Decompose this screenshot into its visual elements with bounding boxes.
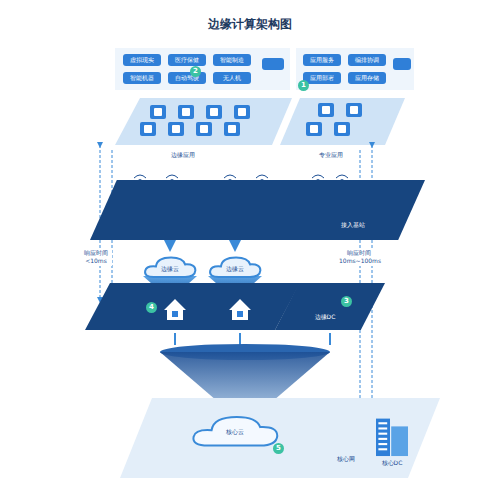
callout-number: 2 bbox=[190, 66, 201, 77]
cloud: 边缘云 bbox=[143, 250, 197, 280]
node-text: 核心云 bbox=[226, 428, 244, 437]
app-button: 应用服务 bbox=[303, 54, 341, 66]
node-text: 边缘DC bbox=[315, 313, 336, 322]
node-text: 应用存储 bbox=[355, 74, 379, 83]
app-button: 医疗保健 bbox=[168, 54, 206, 66]
band-outline bbox=[90, 180, 425, 240]
cloud2-outline bbox=[193, 417, 277, 446]
app-button: 智能制造 bbox=[213, 54, 251, 66]
cloud: 核心云 bbox=[190, 406, 280, 450]
app-button: 应用部署 bbox=[303, 72, 341, 84]
title: 边缘计算架构图 bbox=[0, 16, 500, 33]
cloud-outline bbox=[145, 258, 195, 278]
note-label: 专业应用 bbox=[318, 150, 344, 160]
core-dc-building: 核心DC bbox=[372, 416, 412, 468]
cloud: 边缘云 bbox=[208, 250, 262, 280]
app-button: 应用存储 bbox=[348, 72, 386, 84]
cloud-outline bbox=[210, 258, 260, 278]
node-text: 核心网 bbox=[337, 455, 355, 464]
node-text: 应用服务 bbox=[310, 56, 334, 65]
node-text: 虚拟现实 bbox=[130, 56, 154, 65]
callout-number: 5 bbox=[273, 443, 284, 454]
node-text: 编排协调 bbox=[355, 56, 379, 65]
band-shape bbox=[90, 180, 425, 240]
node-text: 医疗保健 bbox=[175, 56, 199, 65]
note-label: 边缘应用 bbox=[170, 150, 196, 160]
dc-shape bbox=[275, 283, 385, 330]
app-button: 无人机 bbox=[213, 72, 251, 84]
node-text: 智能机器 bbox=[130, 74, 154, 83]
access-band: 接入基站 bbox=[90, 180, 425, 240]
dc-outline bbox=[275, 283, 385, 330]
node-text: 边缘云 bbox=[226, 265, 244, 274]
node-text: 应用部署 bbox=[310, 74, 334, 83]
node-text: 无人机 bbox=[223, 74, 241, 83]
node-text: 智能制造 bbox=[220, 56, 244, 65]
app-button: 虚拟现实 bbox=[123, 54, 161, 66]
app-button: 智能机器 bbox=[123, 72, 161, 84]
node-text: 接入基站 bbox=[341, 221, 365, 230]
node-text: 核心DC bbox=[382, 459, 403, 468]
node-text: 边缘云 bbox=[161, 265, 179, 274]
callout-number: 1 bbox=[298, 80, 309, 91]
note-label: 响应时间 <10ms bbox=[80, 248, 112, 266]
callout-number: 4 bbox=[146, 302, 157, 313]
callout-number: 3 bbox=[341, 296, 352, 307]
bld-outline bbox=[376, 419, 408, 456]
app-button: 编排协调 bbox=[348, 54, 386, 66]
edge-dc-plane: 边缘DC bbox=[275, 283, 385, 330]
core-outline bbox=[120, 398, 440, 478]
note-label: 响应时间 10ms~100ms bbox=[338, 248, 380, 266]
